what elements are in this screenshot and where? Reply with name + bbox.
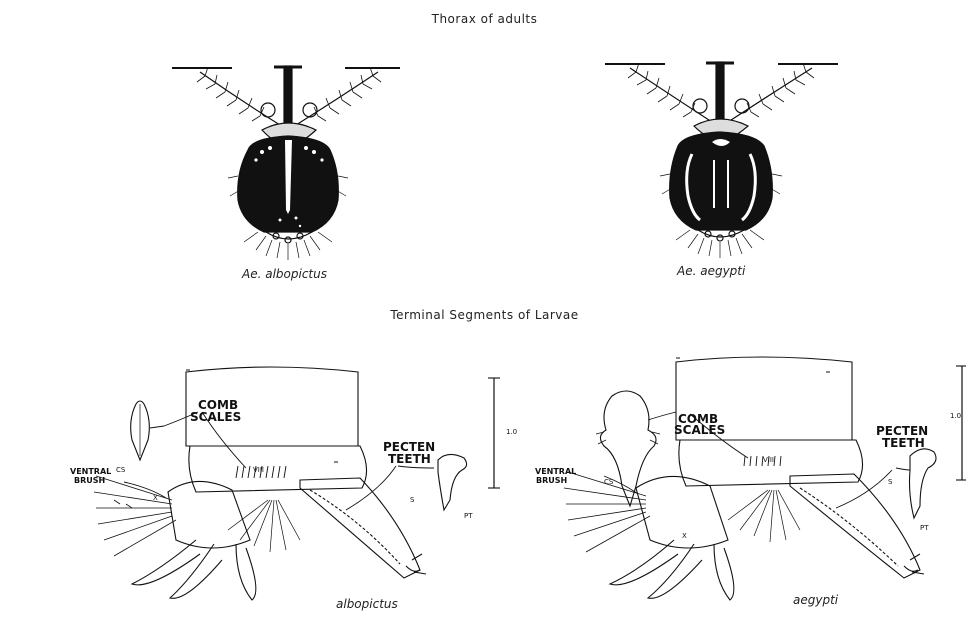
scale-bar-label-left: 1.0: [506, 428, 517, 436]
comb-scales-label-left-2: SCALES: [190, 411, 241, 423]
x-label-right: X: [682, 532, 687, 540]
pt-label-left: PT: [464, 512, 473, 520]
pt-label-right: PT: [920, 524, 929, 532]
ventral-brush-label-right-1: VENTRAL: [535, 467, 576, 476]
albopictus-larva-drawing: [94, 367, 500, 600]
pecten-teeth-label-left-2: TEETH: [388, 453, 431, 465]
albopictus-larva-caption: albopictus: [336, 597, 398, 611]
ventral-brush-label-left-2: BRUSH: [74, 476, 105, 485]
scale-bar-label-right: 1.0: [950, 412, 961, 420]
cs-label-right: CS: [604, 478, 613, 486]
s-label-right: S: [888, 478, 892, 486]
cs-label-left: CS: [116, 466, 125, 474]
ventral-brush-label-left-1: VENTRAL: [70, 467, 111, 476]
viii-label-right: VIII: [763, 456, 774, 464]
ventral-brush-label-right-2: BRUSH: [536, 476, 567, 485]
comb-scales-label-right-2: SCALES: [674, 424, 725, 436]
aegypti-larva-drawing: [564, 357, 966, 600]
viii-label-left: VIII: [253, 466, 264, 474]
aegypti-larva-caption: aegypti: [793, 593, 838, 607]
s-label-left: S: [410, 496, 414, 504]
pecten-teeth-label-right-2: TEETH: [882, 437, 925, 449]
x-label-left: X: [153, 494, 158, 502]
